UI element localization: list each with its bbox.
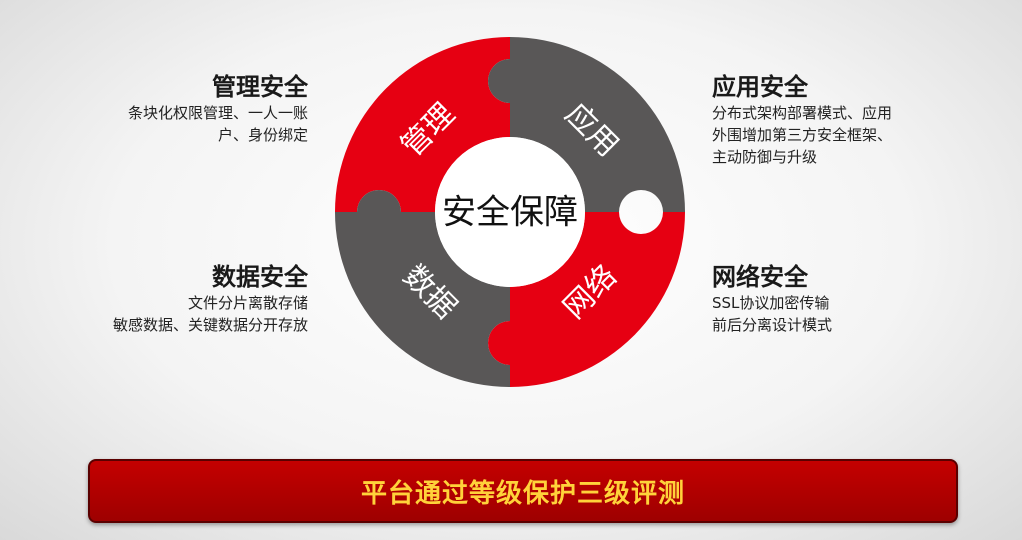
data-security-line-2: 敏感数据、关键数据分开存放 bbox=[112, 316, 308, 334]
management-security-block: 管理安全 条块化权限管理、一人一账 户、身份绑定 bbox=[18, 72, 308, 146]
application-security-line-3: 主动防御与升级 bbox=[712, 148, 818, 166]
segment-data bbox=[335, 190, 510, 387]
management-security-line-1: 条块化权限管理、一人一账 bbox=[127, 104, 308, 122]
security-ring-diagram: 管理 应用 网络 数据 安全保障 bbox=[335, 37, 685, 387]
network-security-line-2: 前后分离设计模式 bbox=[712, 316, 833, 334]
center-disc bbox=[435, 137, 585, 287]
network-security-block: 网络安全 SSL协议加密传输 前后分离设计模式 bbox=[712, 262, 1002, 336]
management-security-title: 管理安全 bbox=[212, 73, 308, 101]
data-security-line-1: 文件分片离散存储 bbox=[187, 294, 308, 312]
center-label: 安全保障 bbox=[442, 193, 578, 233]
network-security-title: 网络安全 bbox=[712, 263, 808, 291]
data-security-title: 数据安全 bbox=[212, 263, 308, 291]
application-security-line-2: 外围增加第三方安全框架、 bbox=[712, 126, 893, 144]
segment-network bbox=[488, 212, 685, 387]
segment-application bbox=[488, 37, 685, 212]
application-security-title: 应用安全 bbox=[712, 73, 808, 101]
network-security-line-1: SSL协议加密传输 bbox=[712, 294, 830, 312]
management-security-line-2: 户、身份绑定 bbox=[217, 126, 308, 144]
data-security-block: 数据安全 文件分片离散存储 敏感数据、关键数据分开存放 bbox=[18, 262, 308, 336]
certification-banner: 平台通过等级保护三级评测 bbox=[88, 459, 958, 523]
application-security-block: 应用安全 分布式架构部署模式、应用 外围增加第三方安全框架、 主动防御与升级 bbox=[712, 72, 1002, 168]
application-security-line-1: 分布式架构部署模式、应用 bbox=[712, 104, 893, 122]
segment-management bbox=[335, 37, 510, 212]
certification-banner-text: 平台通过等级保护三级评测 bbox=[360, 478, 685, 509]
